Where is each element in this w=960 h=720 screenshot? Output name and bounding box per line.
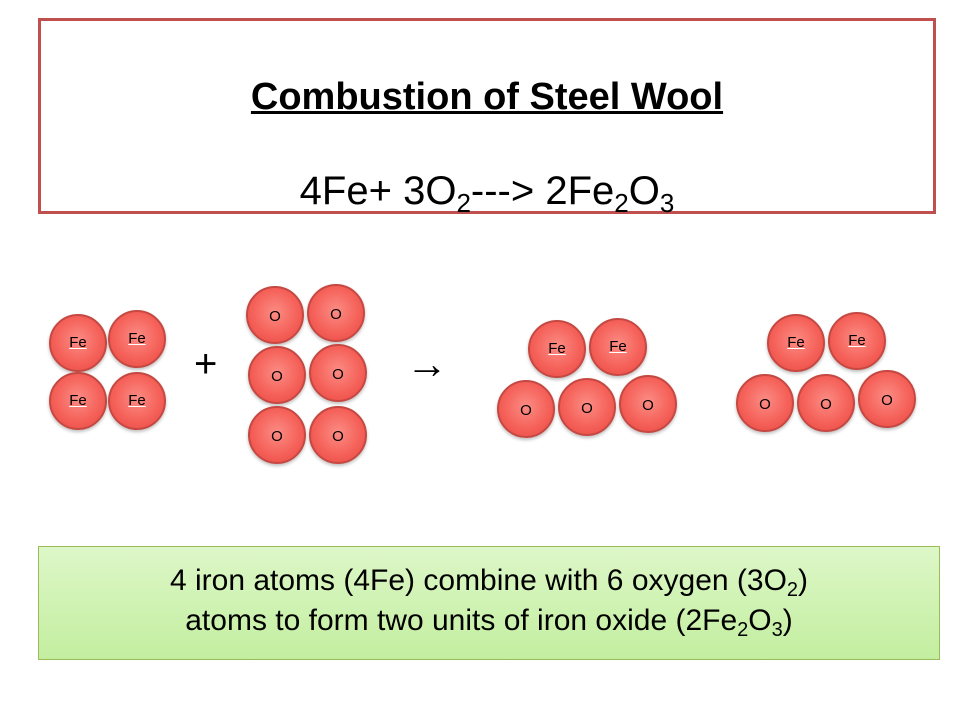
- iron-atom: Fe: [108, 372, 166, 430]
- iron-atom-label: Fe: [69, 392, 87, 409]
- iron-atom-label: Fe: [548, 340, 566, 357]
- caption-line-2-sub-1: 2: [737, 619, 749, 641]
- oxygen-atom: O: [558, 378, 616, 436]
- iron-atom: Fe: [49, 372, 107, 430]
- iron-atom-label: Fe: [787, 334, 805, 351]
- caption-line-1-sub: 2: [786, 579, 799, 601]
- iron-atom-label: Fe: [128, 392, 146, 409]
- equation-sub-2: 2: [614, 188, 629, 218]
- caption-line-1-text: 4 iron atoms (4Fe) combine with 6 oxygen…: [169, 564, 787, 597]
- caption-line-2-text: atoms to form two units of iron oxide (2…: [185, 604, 738, 637]
- iron-atom: Fe: [108, 310, 166, 368]
- caption-line-2: atoms to form two units of iron oxide (2…: [39, 601, 939, 641]
- oxygen-atom: O: [307, 284, 365, 342]
- oxygen-atom: O: [309, 344, 367, 402]
- iron-atom: Fe: [589, 318, 647, 376]
- iron-atom-label: Fe: [609, 338, 627, 355]
- oxygen-atom: O: [248, 346, 306, 404]
- equation-part-1: 4Fe+ 3O: [299, 169, 457, 213]
- caption-line-1-end: ): [798, 564, 809, 597]
- page-title: Combustion of Steel Wool: [250, 76, 724, 118]
- iron-atom: Fe: [767, 314, 825, 372]
- iron-atom-label: Fe: [848, 332, 866, 349]
- equation-sub-1: 2: [456, 188, 471, 218]
- chemical-equation: 4Fe+ 3O2---> 2Fe2O3: [41, 169, 933, 216]
- iron-atom-label: Fe: [128, 330, 146, 347]
- oxygen-atom: O: [246, 286, 304, 344]
- caption-line-2-sub-2: 3: [771, 619, 783, 641]
- oxygen-atom: O: [309, 406, 367, 464]
- iron-atom: Fe: [49, 314, 107, 372]
- iron-atom: Fe: [528, 320, 586, 378]
- plus-sign: +: [194, 342, 218, 386]
- equation-sub-3: 3: [659, 188, 675, 218]
- caption-line-2-end: ): [782, 604, 793, 637]
- oxygen-atom: O: [497, 380, 555, 438]
- iron-atom-label: Fe: [69, 334, 87, 351]
- oxygen-atom: O: [858, 370, 916, 428]
- equation-part-2: ---> 2Fe: [470, 169, 615, 213]
- reaction-arrow-icon: →: [406, 340, 448, 387]
- iron-atom: Fe: [828, 312, 886, 370]
- oxygen-atom: O: [248, 406, 306, 464]
- oxygen-atom: O: [736, 374, 794, 432]
- equation-part-3: O: [628, 169, 660, 213]
- title-box: Combustion of Steel Wool 4Fe+ 3O2---> 2F…: [38, 18, 936, 216]
- caption-line-2-mid: O: [748, 604, 772, 637]
- oxygen-atom: O: [619, 375, 677, 433]
- caption-line-1: 4 iron atoms (4Fe) combine with 6 oxygen…: [39, 561, 939, 601]
- caption-box: 4 iron atoms (4Fe) combine with 6 oxygen…: [38, 546, 940, 660]
- oxygen-atom: O: [797, 374, 855, 432]
